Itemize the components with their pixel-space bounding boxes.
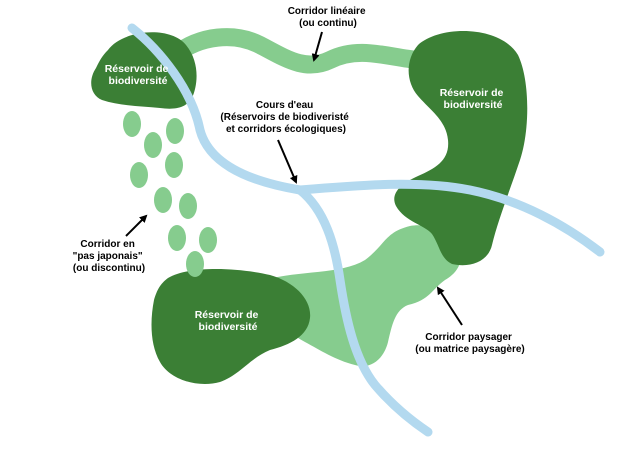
landscape-corridor-label: Corridor paysager (ou matrice paysagère) (415, 332, 525, 355)
stepping-stone (154, 187, 172, 213)
stepping-stone (179, 193, 197, 219)
stepping-stones (123, 111, 217, 277)
stepping-stone (168, 225, 186, 251)
river-right-branch (295, 179, 605, 257)
stepping-stones-arrow (125, 214, 148, 237)
watercourse-label: Cours d'eau (Réservoirs de biodiveristé … (220, 100, 351, 135)
stepping-stone (144, 132, 162, 158)
reservoir-top-left-label: Réservoir de biodiversité (105, 63, 172, 87)
reservoir-bottom-label: Réservoir de biodiversité (195, 309, 262, 333)
reservoir-bottom (151, 269, 311, 384)
landscape-corridor-shape (261, 225, 461, 367)
stepping-stone (165, 152, 183, 178)
stepping-stone (123, 111, 141, 137)
stepping-stone (130, 162, 148, 188)
watercourse (127, 23, 605, 437)
stepping-stone (199, 227, 217, 253)
linear-corridor-band (166, 28, 427, 74)
reservoir-right-label: Réservoir de biodiversité (440, 87, 507, 111)
linear-corridor-label: Corridor linéaire (ou continu) (288, 6, 369, 29)
river-lower-branch (295, 185, 433, 437)
annotation-arrows (125, 31, 463, 326)
watercourse-arrow (277, 139, 298, 184)
stepping-stones-label: Corridor en "pas japonais" (ou discontin… (73, 239, 146, 274)
reservoir-right (394, 31, 528, 266)
stepping-stone (166, 118, 184, 144)
river-upper-branch (127, 23, 305, 195)
linear-corridor-arrow (311, 31, 323, 62)
reservoir-top-left (91, 32, 197, 109)
landscape-corridor-arrow (436, 286, 463, 326)
stepping-stone (186, 251, 204, 277)
